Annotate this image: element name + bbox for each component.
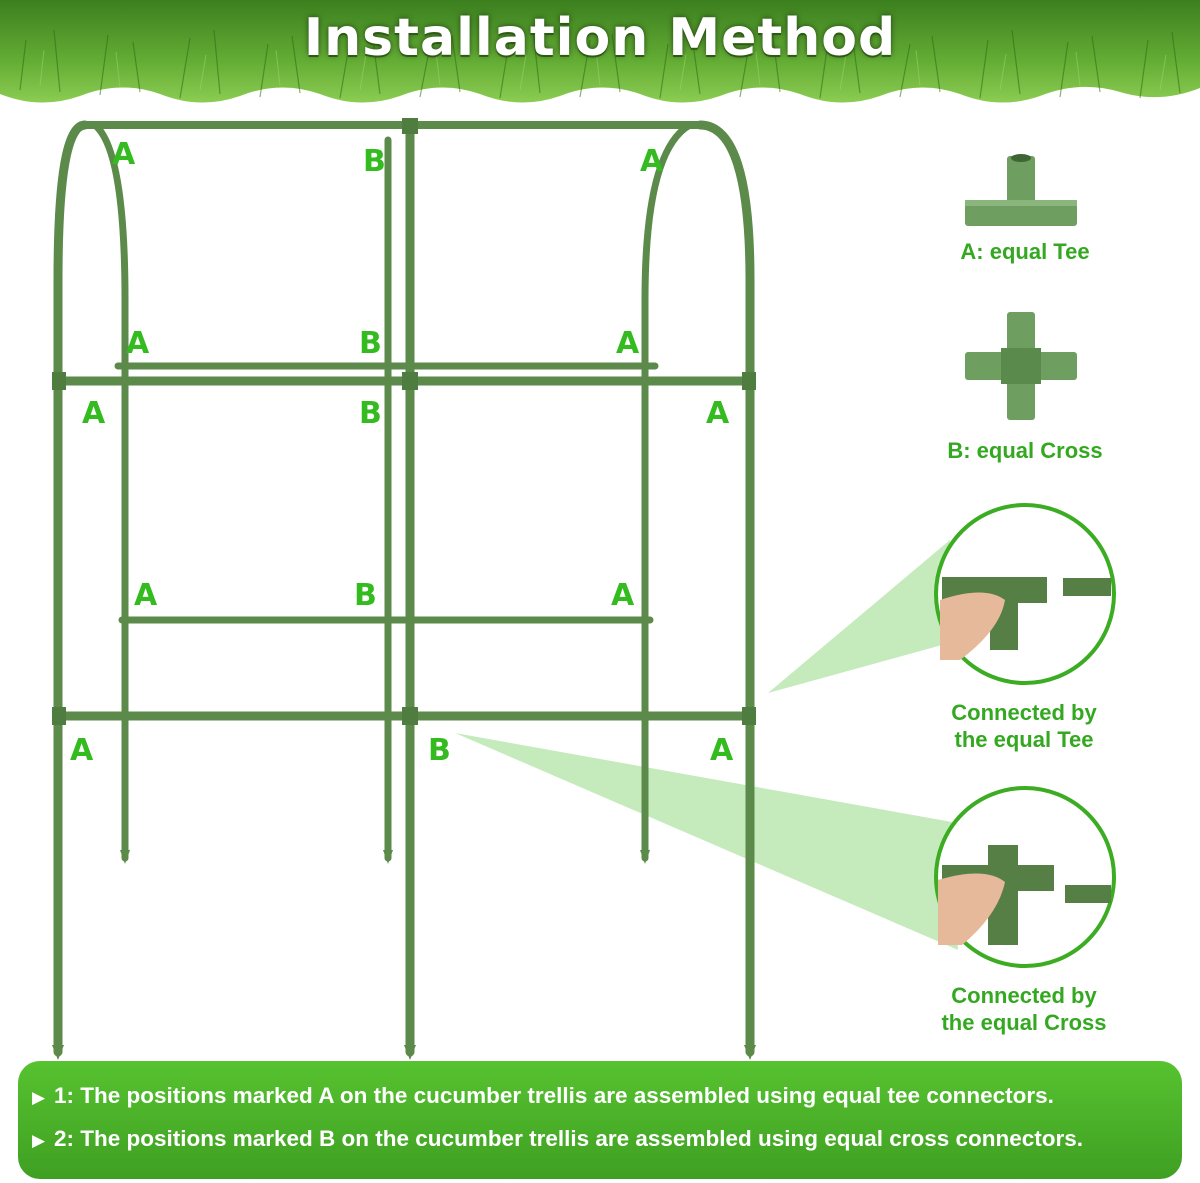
front-left-arch xyxy=(53,120,90,1057)
marker-a-top-right: A xyxy=(640,144,664,179)
marker-a-front-upper-right: A xyxy=(706,396,730,431)
marker-a-back-upper-right: A xyxy=(616,326,640,361)
cross-label: B: equal Cross xyxy=(947,438,1103,463)
marker-a-front-lower-left: A xyxy=(70,733,94,768)
cross-zoom-circle xyxy=(934,786,1116,968)
tee-connected-line1: Connected by xyxy=(951,700,1097,725)
page-title: Installation Method xyxy=(303,8,897,68)
bullet-triangle-icon: ▶ xyxy=(32,1088,46,1107)
tee-connector-icon xyxy=(965,154,1077,226)
back-right-leg xyxy=(641,121,694,862)
front-right-arch xyxy=(695,120,755,1057)
marker-a-back-lower-right: A xyxy=(611,578,635,613)
zoom-beam-tee xyxy=(768,540,950,693)
cross-connector-icon xyxy=(965,312,1077,420)
instruction-2-text: 2: The positions marked B on the cucumbe… xyxy=(54,1126,1084,1151)
marker-b-top-center: B xyxy=(363,144,386,179)
marker-a-back-upper-left: A xyxy=(126,326,150,361)
grass-banner: Installation Method xyxy=(0,0,1200,120)
instruction-2: ▶ 2: The positions marked B on the cucumb… xyxy=(32,1126,1083,1152)
cross-connected-line2: the equal Cross xyxy=(941,1010,1107,1035)
marker-b-front-upper-center: B xyxy=(359,396,382,431)
marker-a-back-lower-left: A xyxy=(134,578,158,613)
bullet-triangle-icon: ▶ xyxy=(32,1131,46,1150)
cross-connected-caption: Connected by the equal Cross xyxy=(904,982,1144,1036)
marker-b-back-upper-center: B xyxy=(359,326,382,361)
marker-a-front-lower-right: A xyxy=(710,733,734,768)
cross-connected-line1: Connected by xyxy=(951,983,1097,1008)
tee-label: A: equal Tee xyxy=(960,239,1090,264)
grass-background xyxy=(0,0,1200,103)
back-left-leg xyxy=(91,121,129,862)
zoom-beam-cross xyxy=(455,733,958,950)
instructions-panel: ▶ 1: The positions marked A on the cucumb… xyxy=(18,1061,1182,1179)
instruction-1: ▶ 1: The positions marked A on the cucumb… xyxy=(32,1083,1054,1109)
marker-a-top-left: A xyxy=(112,137,136,172)
tee-connected-line2: the equal Tee xyxy=(954,727,1094,752)
tee-connected-caption: Connected by the equal Tee xyxy=(904,699,1144,753)
instruction-1-text: 1: The positions marked A on the cucumbe… xyxy=(54,1083,1054,1108)
marker-b-back-lower-center: B xyxy=(354,578,377,613)
marker-a-front-upper-left: A xyxy=(82,396,106,431)
tee-zoom-circle xyxy=(934,503,1116,685)
trellis-diagram xyxy=(52,118,1116,1060)
marker-b-front-lower-center: B xyxy=(428,733,451,768)
